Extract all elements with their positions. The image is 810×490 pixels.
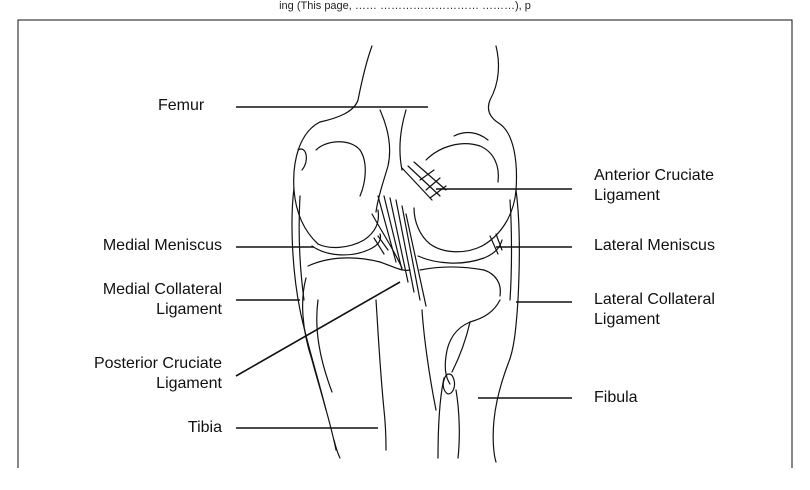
posterior-cruciate-leader: [236, 282, 400, 376]
femur-shaft-right: [488, 46, 500, 124]
label-lateral-meniscus: Lateral Meniscus: [594, 236, 715, 256]
fibula-head: [445, 300, 500, 384]
femur-shaft: [320, 46, 372, 122]
label-lateral-collateral-line2: Ligament: [594, 310, 660, 330]
anterior-cruciate-fibres: [402, 162, 446, 200]
medial-meniscus-shape: [312, 234, 381, 255]
label-medial-collateral-line1: Medial Collateral: [103, 280, 222, 300]
label-medial-collateral-line2: Ligament: [156, 300, 222, 320]
medial-condyle: [294, 122, 320, 244]
knee-illustration: [292, 46, 519, 462]
tibia-shaft: [334, 440, 340, 458]
fibula-shaft: [438, 378, 459, 458]
label-fibula: Fibula: [594, 388, 638, 408]
label-posterior-cruciate-line1: Posterior Cruciate: [94, 354, 222, 374]
tibia-plateau: [308, 258, 410, 270]
label-tibia: Tibia: [188, 418, 222, 438]
leader-lines: [236, 107, 572, 428]
medial-collateral-ligament-shape: [292, 188, 326, 410]
label-femur: Femur: [158, 96, 204, 116]
label-medial-meniscus: Medial Meniscus: [103, 236, 222, 256]
label-anterior-cruciate-line2: Ligament: [594, 186, 660, 206]
label-posterior-cruciate-line2: Ligament: [156, 374, 222, 394]
label-anterior-cruciate-line1: Anterior Cruciate: [594, 166, 714, 186]
posterior-cruciate-fibres: [378, 196, 426, 306]
label-lateral-collateral-line1: Lateral Collateral: [594, 290, 715, 310]
